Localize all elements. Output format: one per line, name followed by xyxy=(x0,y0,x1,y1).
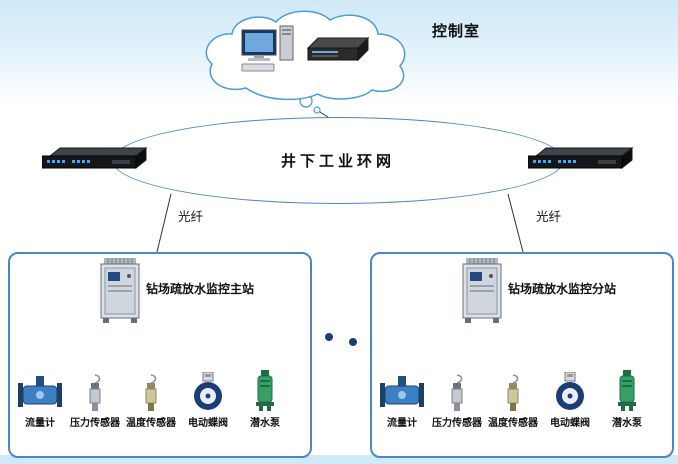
submersible-pump-icon xyxy=(592,370,662,412)
device-label: 流量计 xyxy=(387,418,417,429)
control-room-label: 控制室 xyxy=(432,22,481,40)
device-label: 压力传感器 xyxy=(432,418,482,429)
station-box-substation: 钻场疏放水监控分站 流量计 xyxy=(370,252,674,458)
control-room-cloud xyxy=(205,10,406,101)
fiber-label-left: 光纤 xyxy=(178,209,204,224)
device-pressure-sensor: 压力传感器 xyxy=(60,370,130,429)
ellipsis-dot xyxy=(325,333,333,341)
device-submersible-pump: 潜水泵 xyxy=(230,370,300,429)
computer-icon xyxy=(241,25,294,72)
pressure-sensor-icon xyxy=(60,370,130,412)
fiber-label-right: 光纤 xyxy=(536,209,562,224)
ring-network-ellipse: 井下工业环网 xyxy=(112,117,564,204)
control-cabinet-icon xyxy=(96,258,144,328)
ring-network-label: 井下工业环网 xyxy=(280,152,395,170)
device-temperature-sensor: 温度传感器 xyxy=(478,370,548,429)
control-cabinet-icon xyxy=(458,258,506,328)
submersible-pump-icon xyxy=(230,370,300,412)
device-flow-meter: 流量计 xyxy=(5,370,75,429)
flow-meter-icon xyxy=(367,370,437,412)
butterfly-valve-icon xyxy=(173,370,243,412)
temperature-sensor-icon xyxy=(116,370,186,412)
station-box-master: 钻场疏放水监控主站 流量计 xyxy=(8,252,312,458)
butterfly-valve-icon xyxy=(535,370,605,412)
network-switch-icon xyxy=(528,146,634,170)
device-label: 流量计 xyxy=(25,418,55,429)
device-label: 电动蝶阀 xyxy=(550,418,590,429)
server-icon xyxy=(306,36,370,62)
device-label: 潜水泵 xyxy=(612,418,642,429)
device-submersible-pump: 潜水泵 xyxy=(592,370,662,429)
background-band-bottom xyxy=(0,455,678,464)
station-title-substation: 钻场疏放水监控分站 xyxy=(508,282,617,296)
flow-meter-icon xyxy=(5,370,75,412)
device-pressure-sensor: 压力传感器 xyxy=(422,370,492,429)
device-label: 电动蝶阀 xyxy=(188,418,228,429)
device-label: 压力传感器 xyxy=(70,418,120,429)
device-flow-meter: 流量计 xyxy=(367,370,437,429)
network-switch-icon xyxy=(42,146,148,170)
device-label: 温度传感器 xyxy=(126,418,176,429)
ellipsis-dot xyxy=(349,338,357,346)
device-butterfly-valve: 电动蝶阀 xyxy=(535,370,605,429)
pressure-sensor-icon xyxy=(422,370,492,412)
temperature-sensor-icon xyxy=(478,370,548,412)
station-title-master: 钻场疏放水监控主站 xyxy=(146,282,255,296)
device-temperature-sensor: 温度传感器 xyxy=(116,370,186,429)
device-butterfly-valve: 电动蝶阀 xyxy=(173,370,243,429)
device-label: 潜水泵 xyxy=(250,418,280,429)
device-label: 温度传感器 xyxy=(488,418,538,429)
